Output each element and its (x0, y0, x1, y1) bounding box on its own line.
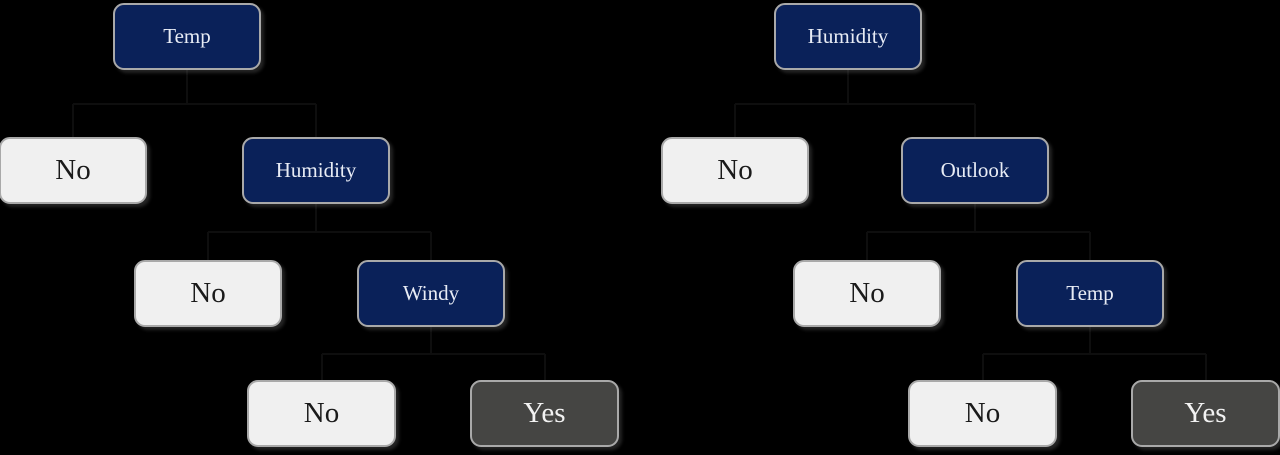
tree-edge-segment (73, 102, 187, 105)
tree-edge-segment (975, 231, 1090, 233)
tree-edge-segment (847, 70, 849, 104)
tree-edge-segment (315, 103, 317, 137)
tree-edge-segment (1204, 353, 1207, 380)
tree-edge-segment (1089, 232, 1091, 260)
tree-edge-segment (316, 231, 431, 233)
tree-node-no[interactable]: No (0, 137, 147, 204)
tree-edge-segment (72, 103, 74, 137)
tree-edge-segment (207, 232, 209, 260)
tree-edge-segment (735, 102, 848, 105)
tree-edge-segment (186, 70, 188, 104)
tree-edge-segment (208, 231, 316, 233)
tree-node-no[interactable]: No (793, 260, 941, 327)
tree-node-temp[interactable]: Temp (113, 3, 261, 70)
tree-edge-segment (315, 204, 317, 232)
tree-edge-segment (1089, 327, 1091, 354)
tree-edge-segment (974, 103, 976, 137)
tree-node-yes[interactable]: Yes (470, 380, 619, 447)
tree-edge-segment (187, 102, 316, 105)
tree-edge-segment (981, 353, 984, 380)
tree-edge-segment (321, 352, 431, 355)
tree-node-temp[interactable]: Temp (1016, 260, 1164, 327)
tree-edge-segment (430, 327, 432, 354)
tree-edge-segment (1090, 352, 1206, 355)
tree-node-yes[interactable]: Yes (1131, 380, 1280, 447)
tree-node-windy[interactable]: Windy (357, 260, 505, 327)
tree-edge-segment (848, 102, 975, 105)
tree-node-no[interactable]: No (134, 260, 282, 327)
tree-node-humidity[interactable]: Humidity (774, 3, 922, 70)
tree-node-no[interactable]: No (908, 380, 1057, 447)
tree-edge-segment (866, 232, 868, 260)
tree-node-no[interactable]: No (661, 137, 809, 204)
tree-node-humidity[interactable]: Humidity (242, 137, 390, 204)
tree-edge-segment (320, 353, 323, 380)
tree-edge-segment (431, 352, 545, 355)
tree-node-no[interactable]: No (247, 380, 396, 447)
tree-node-outlook[interactable]: Outlook (901, 137, 1049, 204)
tree-edge-segment (543, 353, 546, 380)
tree-edge-segment (974, 204, 976, 232)
tree-edge-segment (982, 352, 1090, 355)
tree-edge-segment (734, 103, 736, 137)
tree-edge-segment (867, 231, 975, 233)
tree-edge-segment (430, 232, 432, 260)
